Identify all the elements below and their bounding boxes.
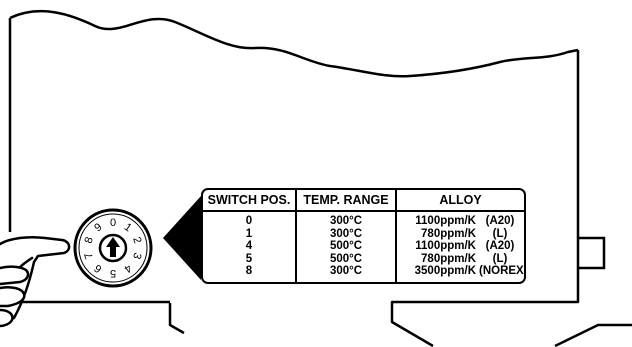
alloy-cell: 780ppm/K (L) xyxy=(395,252,524,267)
alloy-coefficient: 3500ppm/K xyxy=(414,265,476,278)
switch-pos-header: SWITCH POS. xyxy=(203,190,296,212)
alloy-code: (L) xyxy=(492,252,508,265)
switch-pos-cell: 5 xyxy=(245,252,253,265)
temp-range-header: TEMP. RANGE xyxy=(295,190,396,212)
switch-pos-cell: 1 xyxy=(245,227,253,240)
alloy-cell: 1100ppm/K (A20) xyxy=(395,211,524,229)
table-row: 5 500°C 780ppm/K (L) xyxy=(203,252,524,267)
alloy-cell: 780ppm/K (L) xyxy=(395,227,524,242)
alloy-header: ALLOY xyxy=(395,190,524,212)
alloy-code: (NOREX) xyxy=(479,265,526,278)
switch-pos-cell: 8 xyxy=(245,265,253,278)
table-row: 4 500°C 1100ppm/K (A20) xyxy=(203,240,524,254)
side-connector xyxy=(578,236,606,270)
dial-digit: 8 xyxy=(83,236,96,246)
temp-range-cell: 300°C xyxy=(295,266,396,282)
alloy-code: (L) xyxy=(492,227,508,240)
switch-pos-cell: 4 xyxy=(245,240,253,253)
alloy-coefficient: 1100ppm/K xyxy=(415,240,476,253)
table-row: 1 300°C 780ppm/K (L) xyxy=(203,227,524,242)
alloy-coefficient: 1100ppm/K xyxy=(415,215,476,227)
alloy-code: (A20) xyxy=(485,240,515,253)
dial-digit: 2 xyxy=(130,236,143,246)
table-row: 0 300°C 1100ppm/K (A20) xyxy=(203,211,524,229)
temp-range-cell: 500°C xyxy=(295,240,396,254)
arrow-up-icon xyxy=(106,237,120,257)
dial-digit: 5 xyxy=(110,267,116,279)
housing-foot xyxy=(554,323,632,347)
switch-pos-cell: 0 xyxy=(245,215,253,227)
temp-range-cell: 500°C xyxy=(295,253,396,267)
dial-digit: 0 xyxy=(110,217,116,229)
temp-range-cell: 300°C xyxy=(295,211,396,229)
alloy-coefficient: 780ppm/K xyxy=(421,252,476,265)
alloy-cell: 3500ppm/K(NOREX) xyxy=(395,265,526,282)
dial-digit: 7 xyxy=(83,251,96,261)
table-header-row: SWITCH POS. TEMP. RANGE ALLOY xyxy=(203,190,524,212)
alloy-coefficient: 780ppm/K xyxy=(421,227,476,240)
pointing-hand-icon xyxy=(0,236,71,328)
alloy-code: (A20) xyxy=(485,215,515,227)
alloy-cell: 1100ppm/K (A20) xyxy=(395,240,524,254)
housing-outline xyxy=(8,10,580,347)
temp-range-cell: 300°C xyxy=(295,228,396,242)
dial-digit: 3 xyxy=(130,251,143,261)
pointer-triangle xyxy=(163,196,201,280)
